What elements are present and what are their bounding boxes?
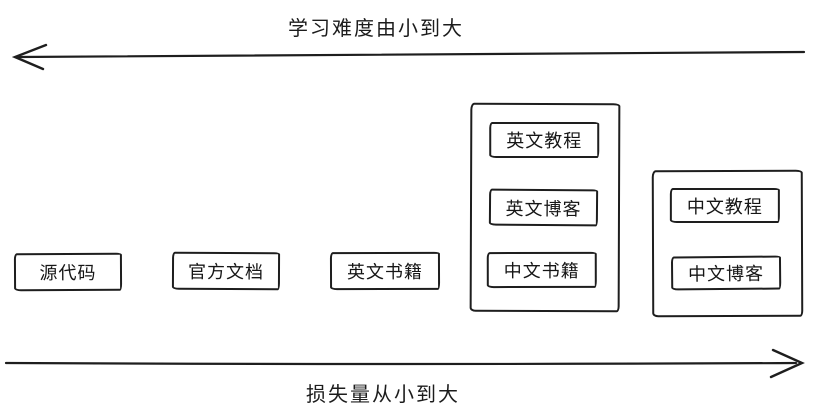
learning-difficulty-axis-label: 学习难度由小到大 xyxy=(288,18,464,40)
box-english-books-label: 英文书籍 xyxy=(346,261,424,283)
box-official-docs-label: 官方文档 xyxy=(187,261,265,283)
box-source-code-label: 源代码 xyxy=(39,262,97,284)
right-arrowhead-icon xyxy=(769,348,805,379)
loss-axis-label: 损失量从小到大 xyxy=(306,384,460,406)
box-chinese-tutorial-label: 中文教程 xyxy=(686,196,763,217)
box-english-blog-label: 英文博客 xyxy=(505,198,582,219)
box-english-blog: 英文博客 xyxy=(488,188,599,227)
left-arrowhead-icon xyxy=(11,43,48,71)
box-chinese-blog-label: 中文博客 xyxy=(688,263,765,285)
box-english-tutorial: 英文教程 xyxy=(489,121,600,158)
left-arrow xyxy=(11,43,806,71)
box-source-code: 源代码 xyxy=(13,252,123,292)
box-english-books: 英文书籍 xyxy=(329,251,441,291)
box-chinese-blog: 中文博客 xyxy=(670,255,782,291)
box-official-docs: 官方文档 xyxy=(171,251,281,291)
box-chinese-books-label: 中文书籍 xyxy=(503,260,580,282)
box-chinese-tutorial: 中文教程 xyxy=(669,188,780,224)
group-box-chinese-resources: 中文教程 中文博客 xyxy=(651,169,804,318)
right-arrow xyxy=(4,348,805,379)
group-box-english-resources: 英文教程 英文博客 中文书籍 xyxy=(469,102,621,313)
box-english-tutorial-label: 英文教程 xyxy=(506,130,583,151)
box-chinese-books: 中文书籍 xyxy=(486,251,597,289)
